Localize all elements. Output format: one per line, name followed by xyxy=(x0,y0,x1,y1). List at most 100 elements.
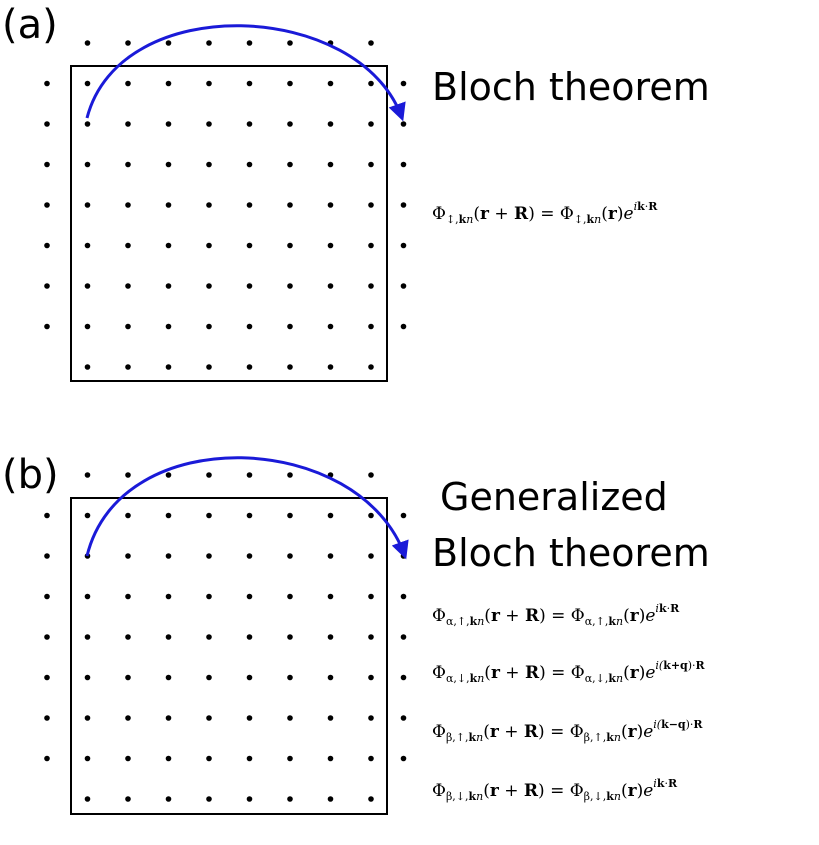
panel-a-lattice-dot xyxy=(246,121,253,127)
panel-a-lattice-dot xyxy=(287,121,293,127)
panel-a-lattice-dot xyxy=(125,364,131,370)
panel-a-lattice-dot xyxy=(246,202,253,208)
panel-b-lattice-dot xyxy=(206,634,212,640)
panel-a-lattice-dot xyxy=(368,283,374,289)
panel-b-lattice-dot xyxy=(44,674,50,681)
panel-a-lattice-dot xyxy=(327,161,334,168)
panel-b-lattice-dot xyxy=(44,715,50,721)
panel-b-lattice-dot xyxy=(206,553,212,559)
panel-a-lattice-dot xyxy=(246,242,253,249)
equation-b-4: Φβ,↓,kn(r + R) = Φβ,↓,kn(r)eik·R xyxy=(432,777,678,803)
panel-b-lattice-dot xyxy=(84,755,91,762)
panel-b: (b) Generalized Bloch theorem xyxy=(2,452,710,815)
panel-a-lattice-dot xyxy=(246,283,253,289)
panel-a-lattice-dot xyxy=(44,161,50,168)
panel-b-lattice-dot xyxy=(246,755,253,762)
panel-b-lattice-dot xyxy=(287,634,293,640)
panel-a-lattice-dot xyxy=(400,283,407,289)
panel-b-lattice-dot xyxy=(165,796,172,802)
panel-b-lattice-dot xyxy=(125,755,131,762)
panel-a-lattice-dot xyxy=(287,80,293,87)
panel-a-lattice-dot xyxy=(206,364,212,370)
panel-a-lattice-dot xyxy=(84,202,91,208)
panel-b-lattice-dot xyxy=(327,674,334,681)
panel-a-lattice-dot xyxy=(400,80,407,87)
panel-b-lattice-dot xyxy=(287,674,293,681)
panel-b-lattice-dot xyxy=(165,553,172,559)
title-b-line-2: Bloch theorem xyxy=(432,531,710,575)
panel-b-lattice-dot xyxy=(84,512,91,519)
panel-a-lattice-dot xyxy=(327,80,334,87)
panel-b-lattice-dot xyxy=(44,553,50,559)
panel-b-lattice-dot xyxy=(368,634,374,640)
equation-a-1: Φ↕,kn(r + R) = Φ↕,kn(r)eik·R xyxy=(432,200,658,226)
panel-a-lattice-dot xyxy=(84,242,91,249)
panel-b-lattice-dot xyxy=(44,634,50,640)
unit-cell-box-b xyxy=(70,497,388,815)
panel-b-lattice-dot xyxy=(125,553,131,559)
panel-b-lattice-dot xyxy=(84,674,91,681)
panel-b-lattice-dot xyxy=(246,593,253,600)
panel-a-lattice-dot xyxy=(246,80,253,87)
panel-a-lattice-dot xyxy=(165,323,172,330)
panel-a-lattice-dot xyxy=(287,323,293,330)
panel-a-lattice-dot xyxy=(44,242,50,249)
panel-b-lattice-dot xyxy=(400,593,407,600)
panel-b-lattice-dot xyxy=(125,593,131,600)
panel-b-lattice-dot xyxy=(246,715,253,721)
panel-b-lattice-dot xyxy=(287,715,293,721)
panel-a-lattice-dot xyxy=(84,161,91,168)
title-a-line-1: Bloch theorem xyxy=(432,65,710,109)
panel-b-lattice-dot xyxy=(165,755,172,762)
panel-b-lattice-dot xyxy=(44,593,50,600)
panel-a-lattice-dot xyxy=(206,242,212,249)
panel-b-lattice-dot xyxy=(165,593,172,600)
panel-b-lattice-dot xyxy=(84,472,91,478)
panel-b-lattice-dot xyxy=(84,715,91,721)
panel-b-lattice-dot xyxy=(165,512,172,519)
panel-a-lattice-dot xyxy=(400,242,407,249)
panel-a-lattice-dot xyxy=(84,121,91,127)
panel-b-lattice-dot xyxy=(246,674,253,681)
panel-b-lattice-dot xyxy=(206,593,212,600)
panel-b-lattice-dot xyxy=(327,512,334,519)
panel-a-lattice-dot xyxy=(368,80,374,87)
panel-b-lattice-dot xyxy=(206,755,212,762)
panel-a-lattice-dot xyxy=(165,40,172,46)
panel-b-lattice-dot xyxy=(246,472,253,478)
panel-b-lattice-dot xyxy=(206,472,212,478)
panel-a-lattice-dot xyxy=(246,40,253,46)
panel-b-lattice-dot xyxy=(44,512,50,519)
panel-a-lattice-dot xyxy=(125,40,131,46)
panel-a-lattice-dot xyxy=(400,121,407,127)
panel-b-label: (b) xyxy=(2,452,59,498)
panel-a-lattice-dot xyxy=(84,364,91,370)
panel-b-lattice-dot xyxy=(400,715,407,721)
panel-a-lattice-dot xyxy=(206,80,212,87)
panel-b-lattice-dot xyxy=(206,715,212,721)
panel-a-lattice-dot xyxy=(44,323,50,330)
panel-a-lattice-dot xyxy=(287,283,293,289)
panel-a-lattice-dot xyxy=(246,161,253,168)
panel-a-lattice-dot xyxy=(125,202,131,208)
translation-arrow-a xyxy=(85,24,406,122)
panel-a-lattice-dot xyxy=(368,40,374,46)
panel-b-lattice-dot xyxy=(165,472,172,478)
panel-b-lattice-dot xyxy=(287,593,293,600)
panel-a-lattice-dot xyxy=(125,161,131,168)
panel-b-lattice-dot xyxy=(125,472,131,478)
panel-a-lattice-dot xyxy=(84,283,91,289)
panel-a-lattice-dot xyxy=(165,80,172,87)
panel-a-lattice-dot xyxy=(287,161,293,168)
panel-a-lattice-dot xyxy=(368,364,374,370)
panel-a-lattice-dot xyxy=(165,202,172,208)
panel-b-lattice-dot xyxy=(327,715,334,721)
panel-b-lattice-dot xyxy=(400,674,407,681)
panel-a-lattice-dot xyxy=(84,40,91,46)
panel-b-lattice-dot xyxy=(125,674,131,681)
panel-a: (a) Bloch theorem xyxy=(2,2,710,382)
panel-b-lattice-dot xyxy=(246,512,253,519)
panel-a-lattice-dot xyxy=(246,364,253,370)
panel-a-lattice-dot xyxy=(44,283,50,289)
panel-a-lattice-dot xyxy=(165,242,172,249)
